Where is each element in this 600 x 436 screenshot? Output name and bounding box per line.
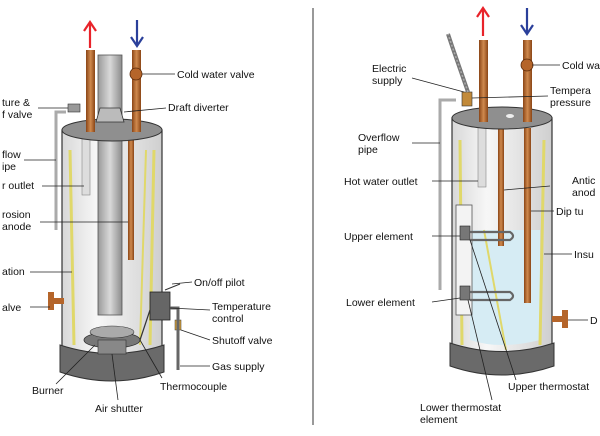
electric-anode-rod (498, 128, 504, 246)
electric-label-anode: Anticanod (572, 175, 596, 199)
gas-label-gas-supply: Gas supply (212, 361, 265, 373)
gas-label-onoff-pilot: On/off pilot (194, 277, 245, 289)
electric-label-insulation: Insu (574, 249, 594, 261)
electric-upper-thermostat (460, 226, 470, 240)
gas-label-thermocouple: Thermocouple (160, 381, 227, 393)
gas-tp-valve (68, 104, 80, 112)
gas-hot-pipe (86, 50, 95, 132)
gas-flue (98, 55, 122, 315)
electric-label-electric-supply: Electricsupply (372, 63, 406, 87)
gas-label-overflow-pipe: flowipe (2, 149, 21, 173)
gas-label-drain-valve: alve (2, 302, 21, 314)
electric-label-drain-valve: D (590, 315, 598, 327)
gas-label-air-shutter: Air shutter (95, 403, 143, 415)
gas-label-insulation: ation (2, 266, 25, 278)
gas-pilot-line (165, 284, 180, 290)
electric-dip-tube (524, 128, 531, 303)
gas-control-box (150, 292, 170, 320)
electric-hot-water-outlet-pipe (478, 125, 486, 187)
gas-label-hot-water-outlet: r outlet (2, 180, 34, 192)
gas-anode-rod (128, 140, 134, 260)
electric-hot-pipe (479, 40, 488, 122)
electric-lower-thermostat (460, 286, 470, 300)
gas-cold-pipe (132, 50, 141, 132)
electric-tp-valve (462, 92, 472, 106)
gas-cold-water-valve (130, 68, 142, 80)
electric-water-heater: Electricsupply Cold wa Temperapressure O… (344, 8, 600, 426)
electric-cold-water-valve (521, 59, 533, 71)
gas-label-anode: rosionanode (2, 209, 31, 233)
electric-label-tp-valve: Temperapressure (550, 85, 591, 109)
electric-drain-valve (552, 310, 568, 328)
electric-label-cold-water-valve: Cold wa (562, 60, 600, 72)
electric-label-lower-thermostat: Lower thermostatelement (420, 402, 501, 426)
gas-cold-water-down-arrow-icon (131, 20, 143, 46)
gas-label-burner: Burner (32, 385, 64, 397)
gas-hot-water-up-arrow-icon (84, 22, 96, 48)
gas-label-tp-valve: ture &f valve (2, 97, 33, 121)
gas-label-shutoff-valve: Shutoff valve (212, 335, 273, 347)
gas-label-temperature-control: Temperaturecontrol (212, 301, 271, 325)
electric-cold-pipe (523, 40, 532, 122)
electric-label-upper-element: Upper element (344, 231, 413, 243)
gas-supply-pipe (170, 308, 178, 370)
electric-label-upper-thermostat: Upper thermostat (508, 381, 589, 393)
gas-label-draft-diverter: Draft diverter (168, 102, 229, 114)
electric-label-overflow-pipe: Overflowpipe (358, 132, 400, 156)
electric-tank-top (452, 107, 552, 129)
gas-water-heater: Cold water valve ture &f valve Draft div… (2, 20, 273, 415)
gas-draft-diverter (96, 108, 124, 122)
electric-cold-water-down-arrow-icon (521, 8, 533, 34)
electric-label-hot-water-outlet: Hot water outlet (344, 176, 418, 188)
electric-hot-water-up-arrow-icon (477, 8, 489, 36)
electric-label-dip-tube: Dip tu (556, 206, 584, 218)
electric-label-lower-element: Lower element (346, 297, 415, 309)
gas-label-cold-water-valve: Cold water valve (177, 69, 255, 81)
electric-top-port (506, 114, 514, 118)
